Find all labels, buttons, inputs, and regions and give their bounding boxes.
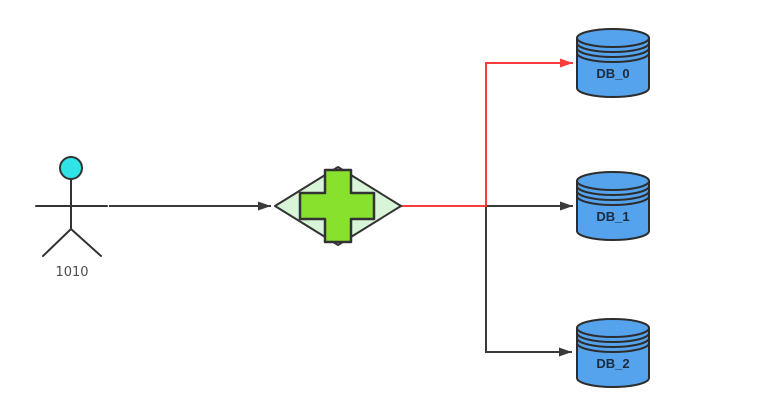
database-node-db1[interactable]: DB_1: [576, 171, 650, 241]
db-cylinder-top: [576, 318, 650, 338]
parallel-cross-icon: [298, 168, 376, 244]
db-cylinder-icon: [576, 181, 650, 241]
actor-label: 1010: [55, 265, 88, 280]
db-cylinder-top: [576, 171, 650, 191]
db-label: DB_2: [596, 356, 629, 371]
db-cylinder-rings: [576, 42, 650, 63]
db-label: DB_1: [596, 209, 629, 224]
actor-body-icon: [35, 178, 108, 257]
db-cylinder-icon: [576, 328, 650, 388]
gateway-node[interactable]: [274, 166, 402, 246]
database-node-db0[interactable]: DB_0: [576, 28, 650, 98]
connector-gateway-to-db2[interactable]: [401, 205, 572, 357]
db-cylinder-rings: [576, 185, 650, 206]
db-label: DB_0: [596, 66, 629, 81]
actor-head-icon: [59, 156, 83, 180]
connector-gateway-to-db0-highlighted[interactable]: [401, 58, 573, 207]
db-cylinder-rings: [576, 332, 650, 353]
db-cylinder-top: [576, 28, 650, 48]
actor-node[interactable]: 1010: [35, 156, 108, 280]
db-cylinder-icon: [576, 38, 650, 98]
database-node-db2[interactable]: DB_2: [576, 318, 650, 388]
